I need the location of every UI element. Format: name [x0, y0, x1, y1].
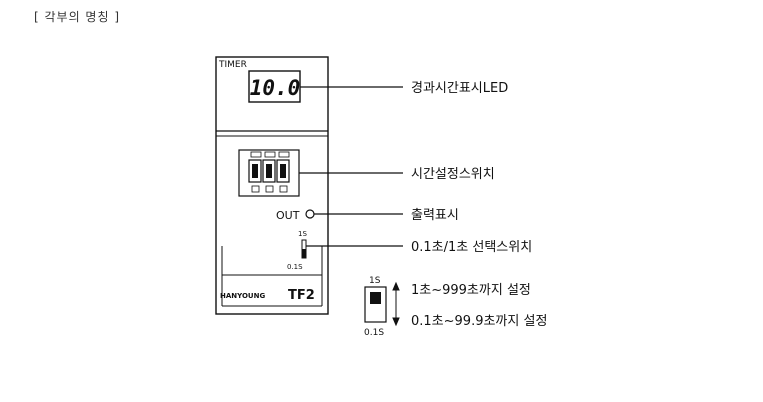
brand-logo: HANYOUNG	[220, 292, 265, 300]
callout-time-switch: 시간설정스위치	[411, 167, 495, 182]
range-switch-lever	[302, 249, 306, 258]
led-value: 10.0	[250, 76, 301, 100]
legend-arrow-icon	[392, 281, 400, 327]
callout-range-switch: 0.1초/1초 선택스위치	[411, 240, 532, 255]
time-setting-switch	[238, 149, 300, 197]
callout-lines	[299, 86, 403, 247]
switch-top-label: 1S	[298, 230, 307, 238]
model-name: TF2	[288, 288, 315, 303]
out-label: OUT	[276, 209, 300, 222]
switch-bottom-label: 0.1S	[287, 263, 303, 271]
legend-bottom-desc: 0.1초~99.9초까지 설정	[411, 314, 547, 329]
legend-top-desc: 1초~999초까지 설정	[411, 283, 531, 298]
legend-bottom-label: 0.1S	[364, 328, 384, 338]
out-indicator-icon	[305, 209, 315, 219]
panel-title: TIMER	[218, 60, 247, 70]
legend-top-label: 1S	[369, 276, 381, 286]
legend-switch-lever	[370, 292, 381, 304]
section-heading: [ 각부의 명칭 ]	[34, 10, 121, 24]
callout-output: 출력표시	[411, 208, 459, 223]
callout-led: 경과시간표시LED	[411, 81, 508, 96]
led-display: 10.0	[248, 70, 301, 103]
